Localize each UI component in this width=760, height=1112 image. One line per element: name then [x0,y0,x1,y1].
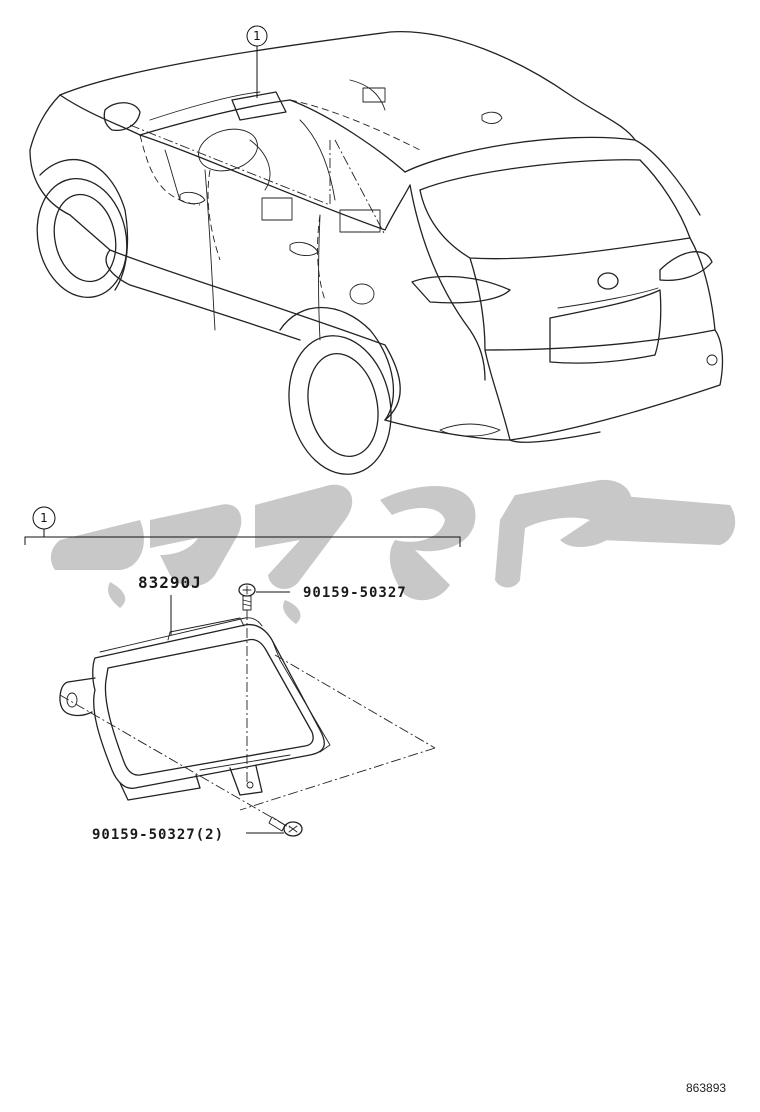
part-83290j-drawing [59,610,436,829]
svg-text:1: 1 [253,29,261,43]
bolt-lower-icon [246,816,303,837]
part-number-bolt-upper: 90159-50327 [303,585,407,601]
callout-circle-top: 1 [246,25,268,47]
watermark-logo [50,479,736,624]
diagram-code: 863893 [686,1081,726,1095]
callout-circle-lower: 1 [24,506,461,547]
vehicle-illustration [29,31,724,475]
svg-text:1: 1 [40,511,48,525]
part-number-83290j: 83290J [138,573,202,592]
part-number-bolt-lower: 90159-50327(2) [92,827,224,843]
bolt-upper-icon [238,583,290,611]
